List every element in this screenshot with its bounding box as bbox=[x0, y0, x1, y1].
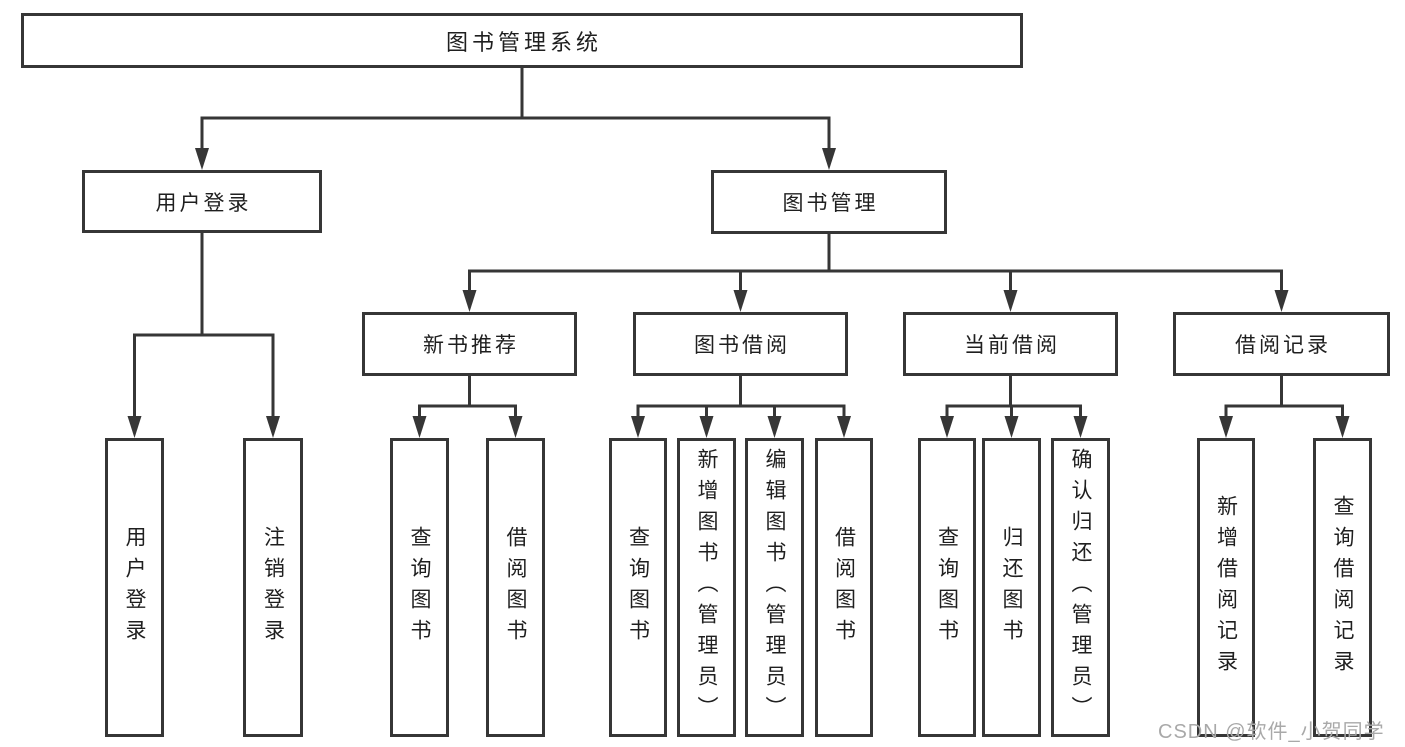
leaf-query-borrow-record: 查询借阅记录 bbox=[1313, 438, 1372, 737]
node-new-book-recommend-label: 新书推荐 bbox=[423, 334, 519, 357]
leaf-borrow-books-recommend: 借阅图书 bbox=[486, 438, 545, 737]
leaf-logout-login: 注销登录 bbox=[243, 438, 303, 737]
leaf-user-login: 用户登录 bbox=[105, 438, 164, 737]
leaf-return-books: 归还图书 bbox=[982, 438, 1041, 737]
leaf-query-books-borrow: 查询图书 bbox=[609, 438, 667, 737]
leaf-edit-books-admin-label: 编辑图书（管理员） bbox=[763, 448, 787, 727]
node-book-borrow-label: 图书借阅 bbox=[694, 334, 790, 357]
leaf-query-books-recommend-label: 查询图书 bbox=[408, 525, 432, 650]
node-borrow-records: 借阅记录 bbox=[1173, 312, 1390, 376]
leaf-confirm-return-admin-label: 确认归还（管理员） bbox=[1069, 448, 1093, 727]
edge-newbooks-to-leaves bbox=[418, 374, 517, 422]
leaf-query-books-current: 查询图书 bbox=[918, 438, 976, 737]
leaf-borrow-books-label: 借阅图书 bbox=[832, 525, 856, 650]
node-user-login-label: 用户登录 bbox=[155, 191, 252, 215]
node-root-label: 图书管理系统 bbox=[445, 29, 602, 55]
leaf-add-borrow-record: 新增借阅记录 bbox=[1197, 438, 1255, 737]
node-book-borrow: 图书借阅 bbox=[633, 312, 848, 376]
leaf-query-books-current-label: 查询图书 bbox=[935, 525, 959, 650]
edge-currentborrow-to-leaves bbox=[945, 374, 1082, 422]
leaf-return-books-label: 归还图书 bbox=[1000, 525, 1024, 650]
node-book-management-label: 图书管理 bbox=[782, 192, 879, 215]
leaf-borrow-books-recommend-label: 借阅图书 bbox=[504, 525, 528, 650]
leaf-logout-login-label: 注销登录 bbox=[261, 525, 285, 650]
leaf-query-borrow-record-label: 查询借阅记录 bbox=[1331, 494, 1355, 681]
edge-userlogin-to-leaves bbox=[133, 231, 275, 422]
node-borrow-records-label: 借阅记录 bbox=[1235, 334, 1331, 357]
node-user-login: 用户登录 bbox=[82, 170, 322, 233]
leaf-edit-books-admin: 编辑图书（管理员） bbox=[745, 438, 804, 737]
node-current-borrow-label: 当前借阅 bbox=[964, 334, 1060, 357]
edge-records-to-leaves bbox=[1224, 374, 1344, 422]
leaf-add-books-admin: 新增图书（管理员） bbox=[677, 438, 736, 737]
edge-bookborrow-to-leaves bbox=[636, 374, 846, 422]
leaf-query-books-borrow-label: 查询图书 bbox=[626, 525, 650, 650]
edge-bookmgmt-to-groups bbox=[468, 232, 1283, 296]
leaf-add-borrow-record-label: 新增借阅记录 bbox=[1214, 494, 1238, 681]
watermark: CSDN @软件_小贺同学 bbox=[1158, 721, 1385, 743]
leaf-borrow-books: 借阅图书 bbox=[815, 438, 873, 737]
leaf-query-books-recommend: 查询图书 bbox=[390, 438, 449, 737]
node-new-book-recommend: 新书推荐 bbox=[362, 312, 577, 376]
node-book-management: 图书管理 bbox=[711, 170, 947, 234]
leaf-user-login-label: 用户登录 bbox=[123, 525, 147, 650]
leaf-confirm-return-admin: 确认归还（管理员） bbox=[1051, 438, 1110, 737]
node-current-borrow: 当前借阅 bbox=[903, 312, 1118, 376]
edge-root-to-level2 bbox=[200, 66, 831, 154]
leaf-add-books-admin-label: 新增图书（管理员） bbox=[695, 448, 719, 727]
node-root: 图书管理系统 bbox=[21, 13, 1023, 68]
